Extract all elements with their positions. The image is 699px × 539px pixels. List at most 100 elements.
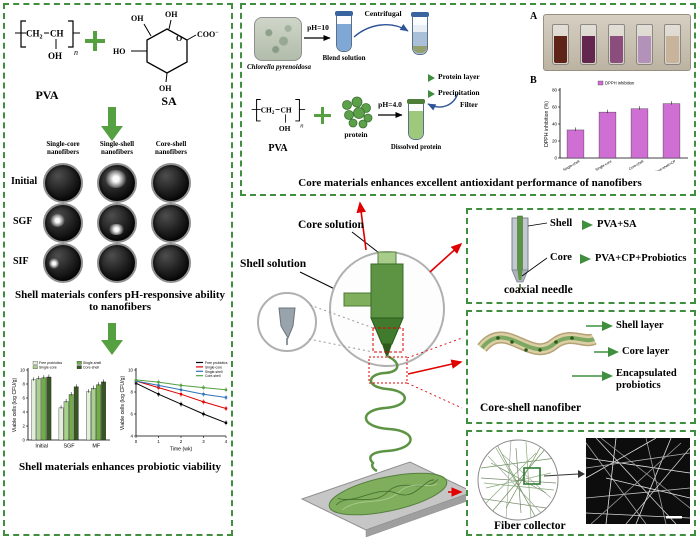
ph-caption: Shell materials confers pH-responsive ab… (14, 289, 225, 314)
svg-text:2: 2 (23, 424, 26, 429)
petri-dish (97, 243, 137, 283)
svg-text:COO−: COO− (197, 30, 219, 39)
vial (552, 24, 569, 65)
svg-text:OH: OH (131, 14, 144, 23)
svg-text:60: 60 (552, 105, 557, 110)
antioxidant-caption: Core materials enhances excellent antiox… (298, 177, 642, 189)
svg-text:CH2: CH2 (26, 29, 43, 41)
filter-label: Filter (460, 100, 478, 109)
arrow-to-needle-panel (429, 242, 463, 273)
down-arrow-icon (101, 323, 123, 355)
collector-plate (300, 461, 475, 538)
row-label-sgf: SGF (13, 216, 33, 227)
fiber-web (477, 439, 559, 521)
shell-solution-pointer (299, 271, 352, 298)
core-arrow (580, 254, 591, 264)
svg-text:Core-shell: Core-shell (205, 374, 221, 378)
svg-text:DPPH inhibition (%): DPPH inhibition (%) (544, 101, 550, 147)
centrifugal-label: Centrifugal (364, 9, 402, 18)
needle-caption: coaxial needle (504, 284, 573, 296)
svg-text:Core-shell+CP: Core-shell+CP (654, 159, 677, 171)
vial (636, 24, 653, 65)
svg-text:Free probiotics: Free probiotics (205, 361, 228, 365)
svg-text:n: n (74, 48, 78, 57)
antioxidant-vials-photo (543, 14, 691, 71)
svg-text:Initial: Initial (35, 444, 48, 450)
svg-text:Viable cells (log CFU/g): Viable cells (log CFU/g) (12, 378, 18, 433)
svg-text:OH: OH (48, 51, 62, 61)
shell-value: PVA+SA (597, 219, 637, 230)
svg-text:Single-core: Single-core (205, 365, 222, 369)
svg-text:Free probiotics: Free probiotics (39, 361, 62, 365)
column-header-single-core: Single-core nanofibers (46, 140, 80, 156)
petri-dish (43, 163, 83, 203)
svg-text:6: 6 (131, 412, 134, 417)
svg-text:OH: OH (279, 124, 291, 133)
shell-label: Shell (550, 218, 573, 229)
shell-layer-arrow (602, 321, 613, 331)
svg-text:1: 1 (157, 439, 160, 444)
svg-text:80: 80 (552, 88, 557, 93)
dissolved-patch (50, 214, 65, 227)
sa-structure: O HO OH OH COO− OH (113, 10, 219, 93)
svg-text:0: 0 (23, 438, 26, 443)
spinneret-magnifier-circle (329, 251, 445, 367)
svg-text:Single-shell: Single-shell (83, 361, 101, 365)
viability-caption: Shell materials enhances probiotic viabi… (18, 461, 222, 473)
core-layer-label: Core layer (622, 346, 670, 357)
dissolved-protein-label: Dissolved protein (390, 144, 442, 151)
svg-text:Single-shell: Single-shell (562, 159, 580, 171)
vial (664, 24, 681, 65)
column-header-core-shell: Core-shell nanofibers (155, 140, 187, 156)
photo-a-tag: A (530, 11, 538, 22)
petri-dish (151, 203, 191, 243)
svg-text:40: 40 (552, 122, 557, 127)
core-label: Core (550, 252, 572, 263)
row-label-initial: Initial (11, 176, 38, 187)
pva-label: PVA (35, 88, 59, 102)
chlorella-micrograph (254, 17, 302, 61)
core-layer-arrow (608, 347, 619, 357)
pva-label: PVA (268, 143, 288, 154)
pva-structure: CH2 CH OH n (15, 20, 80, 61)
probiotic-dots (496, 336, 574, 352)
plus-icon (85, 31, 105, 51)
svg-text:0: 0 (135, 439, 138, 444)
shell-layer-label: Shell layer (616, 320, 664, 331)
petri-dish (97, 203, 137, 243)
core-value: PVA+CP+Probiotics (595, 253, 687, 264)
collector-caption: Fiber collector (494, 520, 566, 532)
fiber-collector-panel: Fiber collector (466, 430, 696, 536)
dissolved-protein-tube (407, 99, 425, 140)
ph10-label: pH=10 (307, 23, 329, 32)
svg-text:Single-shell: Single-shell (205, 370, 223, 374)
precipitation-label: Precipitation (438, 88, 480, 97)
core-solution-label: Core solution (298, 219, 364, 231)
svg-text:Core-shell: Core-shell (628, 159, 644, 171)
svg-text:4: 4 (131, 434, 134, 439)
scale-bar (666, 516, 682, 519)
petri-dish (43, 243, 83, 283)
petri-dish (43, 203, 83, 243)
vial (580, 24, 597, 65)
fiber-caption: Core-shell nanofiber (480, 402, 582, 414)
encapsulated-probiotics-label: Encapsulated probiotics (616, 368, 677, 391)
svg-text:Core-shell: Core-shell (83, 366, 99, 370)
svg-text:MF: MF (92, 444, 100, 450)
zoom-region-box (523, 467, 541, 485)
blend-solution-tube (335, 11, 353, 52)
protein-label: protein (344, 130, 368, 139)
antioxidant-panel: Chlorella pyrenoidosa pH=10 Blend soluti… (240, 3, 696, 196)
petri-dish (151, 243, 191, 283)
svg-text:2: 2 (180, 439, 183, 444)
svg-text:CH2: CH2 (261, 105, 275, 116)
needle-magnifier-circle (257, 292, 317, 352)
needle-icon (278, 307, 296, 345)
down-arrow-icon (101, 107, 123, 141)
svg-text:20: 20 (552, 139, 557, 144)
svg-text:8: 8 (131, 390, 134, 395)
